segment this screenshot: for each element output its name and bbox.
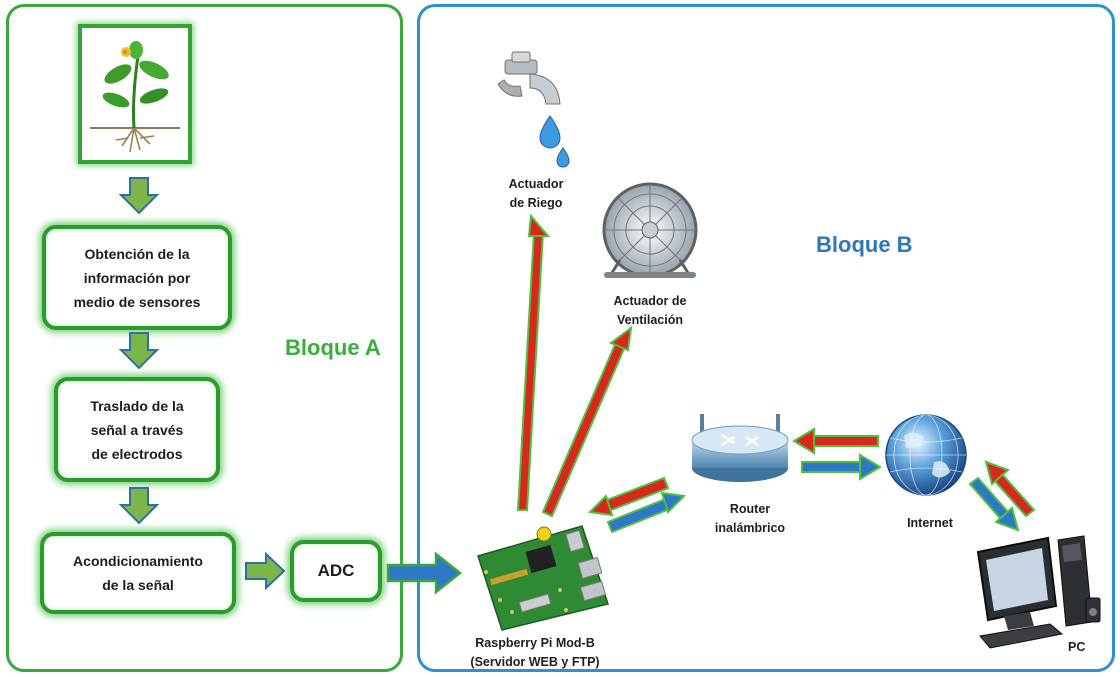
adc-box: ADC: [290, 540, 382, 602]
block-b-label: Bloque B: [816, 232, 913, 257]
router-icon: [691, 414, 789, 482]
step-sensor-acquisition: Obtención de la información por medio de…: [42, 225, 232, 330]
ventilation-actuator-label: Actuador de Ventilación: [613, 294, 687, 327]
irrigation-actuator-label: Actuador de Riego: [508, 177, 564, 210]
block-a-label: Bloque A: [285, 335, 381, 360]
flow-arrow-adc-to-pi: [386, 551, 463, 595]
flow-arrow-down-2: [118, 332, 160, 370]
step-signal-conditioning: Acondicionamiento de la señal: [40, 532, 236, 614]
internet-label: Internet: [907, 516, 953, 530]
fan-icon: [602, 182, 698, 278]
arrow-router-to-internet: [801, 453, 882, 481]
flow-arrow-right-adc: [245, 551, 286, 591]
water-faucet-icon: [497, 51, 570, 168]
block-b-frame: [417, 4, 1115, 672]
block-a-frame: [6, 4, 403, 672]
plant-icon: [90, 41, 180, 153]
pc-label: PC: [1068, 640, 1086, 654]
arrow-pi-to-ventilation: [541, 325, 633, 518]
arrow-pc-to-internet: [984, 460, 1036, 518]
step-signal-transfer: Traslado de la señal a través de electro…: [54, 377, 220, 482]
plant-image-frame: [78, 24, 192, 164]
raspberry-pi-board-icon: [477, 525, 609, 631]
arrow-internet-to-router: [792, 427, 879, 455]
arrow-internet-to-pc: [968, 476, 1020, 532]
router-label: Router inalámbrico: [714, 502, 786, 535]
arrow-pi-to-irrigation: [516, 213, 551, 511]
flow-arrow-down-1: [118, 177, 160, 215]
computer-icon: [976, 535, 1101, 649]
globe-icon: [885, 414, 967, 496]
arrow-router-to-pi: [587, 476, 670, 517]
arrow-pi-to-router: [606, 491, 687, 534]
flow-arrow-down-3: [118, 487, 160, 525]
raspberry-pi-label: Raspberry Pi Mod-B (Servidor WEB y FTP): [470, 636, 600, 669]
